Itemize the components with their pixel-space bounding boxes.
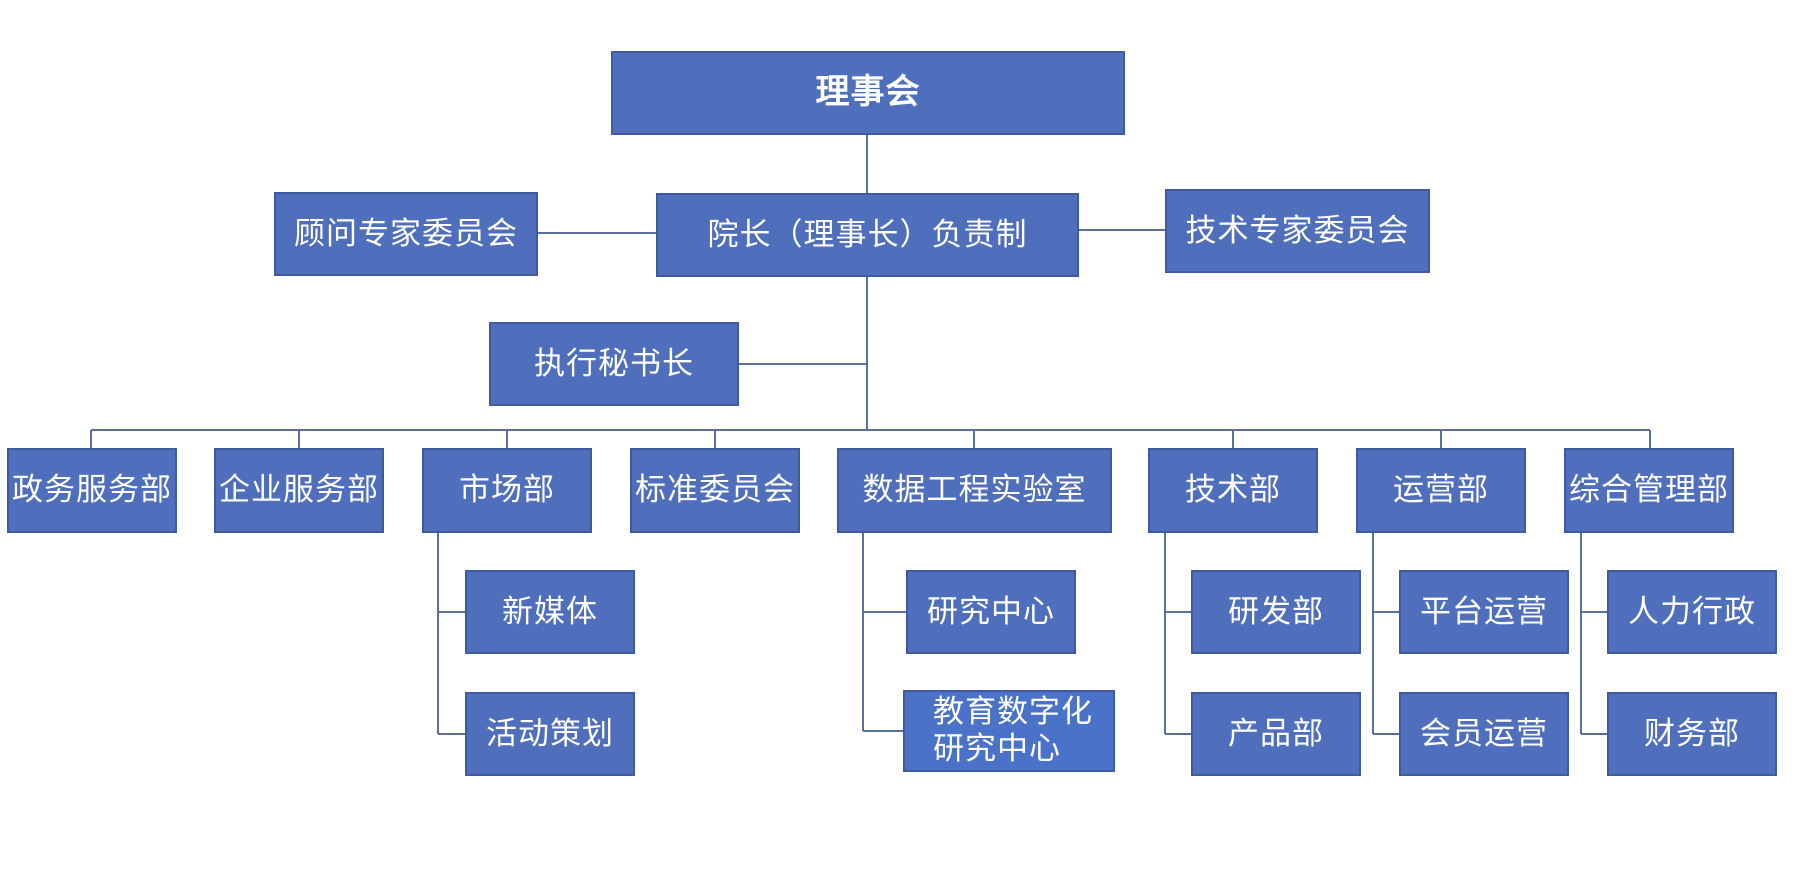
dept-box-technology: 技术部 — [1148, 448, 1318, 533]
dept-box-gov-service: 政务服务部 — [7, 448, 177, 533]
sub-box-member-operations: 会员运营 — [1399, 692, 1569, 776]
president-box: 院长（理事长）负责制 — [656, 193, 1079, 277]
dept-box-enterprise-service: 企业服务部 — [214, 448, 384, 533]
dept-box-operations: 运营部 — [1356, 448, 1526, 533]
dept-box-data-engineering-lab: 数据工程实验室 — [837, 448, 1112, 533]
sub-box-education-digitalization-center: 教育数字化研究中心 — [903, 690, 1115, 772]
sub-box-finance: 财务部 — [1607, 692, 1777, 776]
sub-box-hr-admin: 人力行政 — [1607, 570, 1777, 654]
advisory-committee-box: 顾问专家委员会 — [274, 192, 538, 276]
sub-box-rnd: 研发部 — [1191, 570, 1361, 654]
executive-secretary-box: 执行秘书长 — [489, 322, 739, 406]
sub-box-research-center: 研究中心 — [906, 570, 1076, 654]
dept-box-standards-committee: 标准委员会 — [630, 448, 800, 533]
tech-committee-box: 技术专家委员会 — [1165, 189, 1430, 273]
board-box: 理事会 — [611, 51, 1125, 135]
sub-box-new-media: 新媒体 — [465, 570, 635, 654]
dept-box-general-management: 综合管理部 — [1564, 448, 1734, 533]
sub-box-event-planning: 活动策划 — [465, 692, 635, 776]
sub-box-platform-operations: 平台运营 — [1399, 570, 1569, 654]
dept-box-market: 市场部 — [422, 448, 592, 533]
sub-box-product: 产品部 — [1191, 692, 1361, 776]
